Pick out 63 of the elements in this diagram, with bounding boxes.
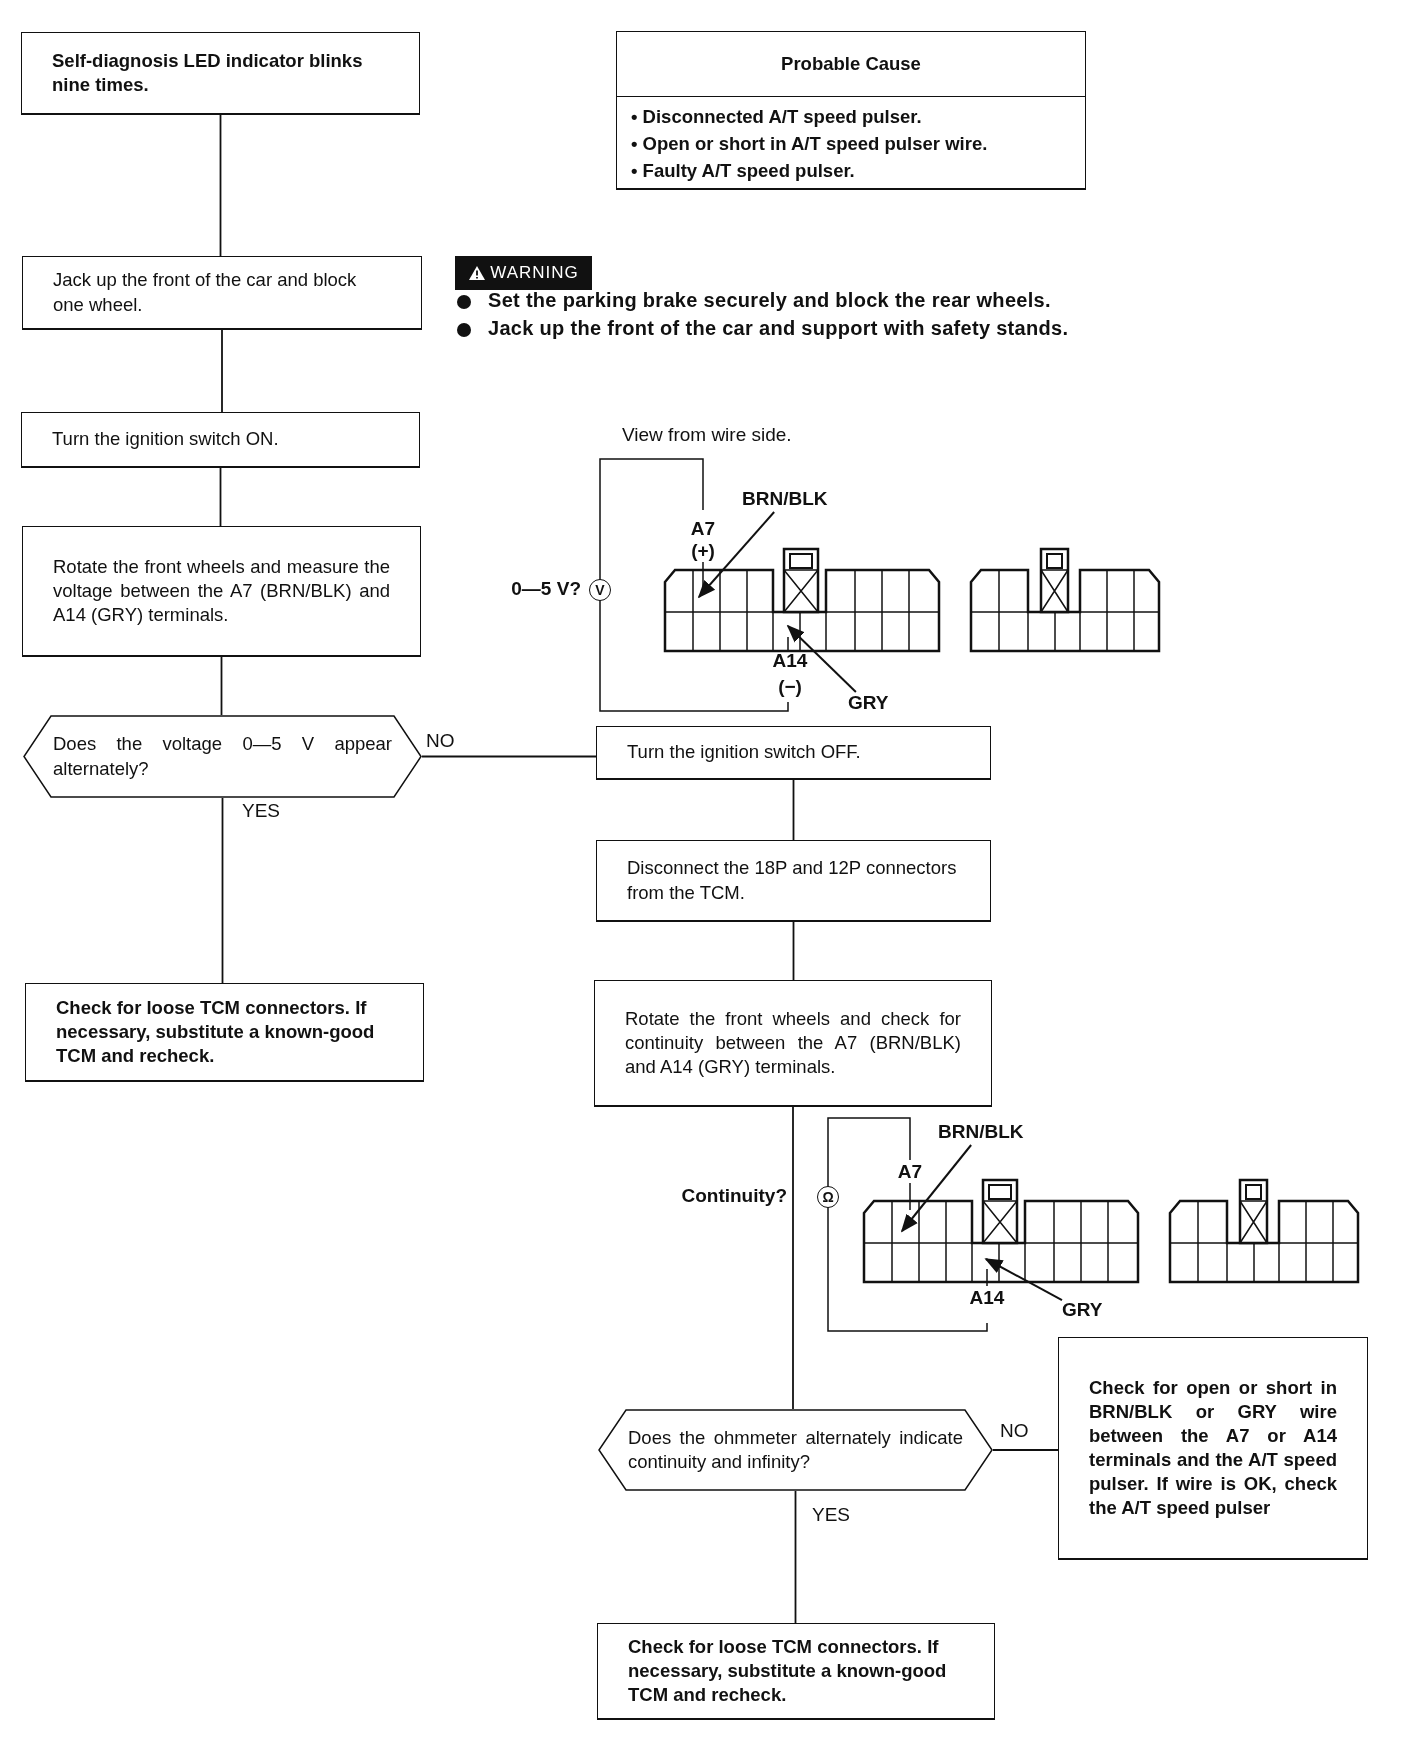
step-text: Jack up the front of the car and block one wheel. — [53, 268, 358, 317]
drawing-label: A14 — [772, 650, 808, 672]
step-text: Check for loose TCM connectors. If necessary, substitute a known-good TCM and recheck. — [628, 1634, 948, 1707]
decision-text: Does the ohmmeter alternately indicate continuity and infinity? — [628, 1425, 963, 1474]
step-text: Turn the ignition switch ON. — [52, 427, 280, 452]
step-text: Rotate the front wheels and measure the voltage between the A7 (BRN/BLK) and A14 (GRY) terminals. — [53, 554, 390, 627]
process-box — [25, 983, 424, 1082]
step-text: Self-diagnosis LED indicator blinks nine times. — [52, 48, 364, 97]
warning-label: WARNING — [490, 263, 579, 283]
wire-color-label: GRY — [848, 692, 889, 716]
flow-line — [221, 329, 223, 413]
meter-symbol: Ω — [817, 1186, 839, 1208]
cause-item: • Open or short in A/T speed pulser wire. — [631, 132, 989, 156]
cause-item: • Faulty A/T speed pulser. — [631, 159, 856, 183]
drawing-label: A14 — [969, 1287, 1005, 1309]
leader-arrow — [786, 624, 857, 693]
process-box — [596, 726, 991, 780]
flow-line — [421, 755, 597, 758]
wire-color-label: GRY — [1062, 1299, 1103, 1323]
decision-hexagon — [598, 1409, 993, 1491]
leader-arrow — [984, 1258, 1063, 1302]
flow-line — [992, 1449, 1059, 1451]
process-box — [22, 526, 421, 657]
probable-cause-table — [616, 31, 1086, 190]
drawing-label: View from wire side. — [622, 424, 792, 446]
process-box — [21, 32, 420, 115]
drawing-label: 0—5 V? — [511, 578, 581, 600]
process-box — [1058, 1337, 1368, 1560]
process-box — [594, 980, 992, 1107]
leader-arrow — [900, 1144, 973, 1233]
cause-item: • Disconnected A/T speed pulser. — [631, 105, 923, 129]
process-box — [597, 1623, 995, 1720]
leader-arrow — [697, 511, 776, 599]
process-box — [596, 840, 991, 922]
flow-line — [219, 467, 222, 527]
process-box — [21, 412, 420, 468]
step-text: Disconnect the 18P and 12P connectors from the TCM. — [627, 856, 958, 905]
drawing-label: A7 — [690, 518, 716, 540]
flow-line — [794, 1490, 797, 1624]
flow-line — [792, 779, 795, 841]
step-text: Check for open or short in BRN/BLK or GRY wire between the A7 or A14 terminals and the A/T speed pulser. If wire is OK, check the A/T speed pulser — [1089, 1375, 1337, 1521]
table-heading: Probable Cause — [781, 53, 921, 75]
drawing-label: (−) — [778, 676, 802, 698]
wire-color-label: BRN/BLK — [938, 1121, 1024, 1145]
warning-text: Jack up the front of the car and support with safety stands. — [488, 317, 1069, 340]
flow-line — [792, 921, 795, 981]
flow-line — [792, 1106, 794, 1410]
drawing-label: (+) — [691, 540, 715, 562]
step-text: Rotate the front wheels and check for continuity between the A7 (BRN/BLK) and A14 (GRY) terminals. — [625, 1006, 961, 1079]
wire-color-label: BRN/BLK — [742, 488, 828, 512]
process-box — [22, 256, 422, 330]
drawing-label: A7 — [897, 1161, 923, 1183]
flow-line — [219, 114, 222, 257]
drawing-label: Continuity? — [681, 1185, 787, 1207]
flow-line — [221, 797, 224, 984]
decision-text: Does the voltage 0—5 V appear alternately? — [53, 732, 392, 781]
step-text: Turn the ignition switch OFF. — [627, 740, 862, 765]
connector-drawing — [862, 1178, 1140, 1284]
warning-text: Set the parking brake securely and block the rear wheels. — [488, 289, 1051, 312]
flow-line — [220, 656, 223, 716]
decision-hexagon — [23, 715, 422, 798]
meter-symbol: V — [589, 579, 611, 601]
step-text: Check for loose TCM connectors. If necessary, substitute a known-good TCM and recheck. — [56, 995, 376, 1068]
